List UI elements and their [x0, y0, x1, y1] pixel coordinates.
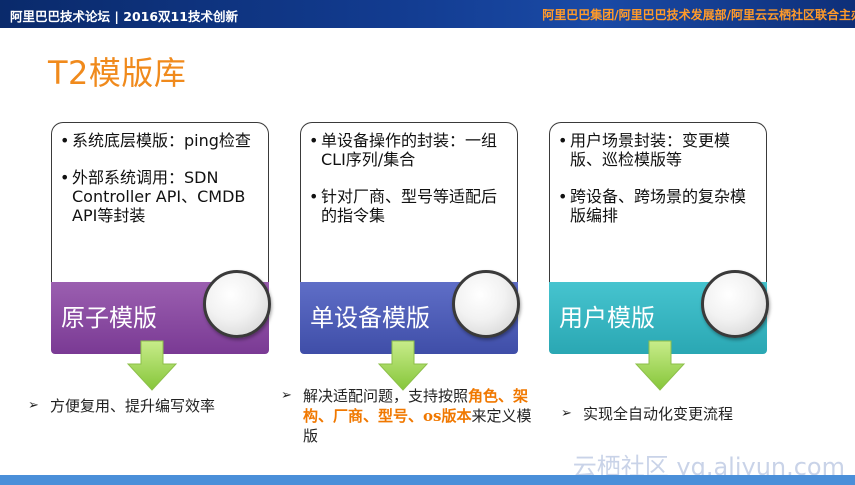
down-arrow-icon — [634, 340, 686, 391]
highlight-text: 角色、架构、厂商、型号、os版本 — [303, 387, 529, 425]
chevron-bullet-icon: ➢ — [561, 406, 572, 421]
card-single-device-template: •单设备操作的封装：一组CLI序列/集合 •针对厂商、型号等适配后的指令集 单设… — [300, 122, 520, 354]
card-bullet: •跨设备、跨场景的复杂模版编排 — [558, 187, 747, 225]
card-label: 原子模版 — [61, 304, 157, 332]
decorative-circle-icon — [701, 270, 769, 338]
chevron-bullet-icon: ➢ — [281, 388, 292, 403]
card-bullet: •单设备操作的封装：一组CLI序列/集合 — [309, 131, 498, 169]
forum-title: 阿里巴巴技术论坛 | 2016双11技术创新 — [10, 9, 238, 24]
card-user-template: •用户场景封装：变更模版、巡检模版等 •跨设备、跨场景的复杂模版编排 用户模版 — [549, 122, 769, 354]
header-banner: 阿里巴巴技术论坛 | 2016双11技术创新 阿里巴巴集团/阿里巴巴技术发展部/… — [0, 0, 855, 28]
card-label: 单设备模版 — [310, 304, 430, 332]
bottom-bar — [0, 475, 855, 485]
decorative-circle-icon — [203, 270, 271, 338]
card-description: •系统底层模版：ping检查 •外部系统调用：SDN Controller AP… — [51, 122, 269, 288]
card-label: 用户模版 — [559, 304, 655, 332]
chevron-bullet-icon: ➢ — [28, 398, 39, 413]
decorative-circle-icon — [452, 270, 520, 338]
card-bullet: •用户场景封装：变更模版、巡检模版等 — [558, 131, 731, 169]
note-reuse: ➢ 方便复用、提升编写效率 — [28, 397, 216, 415]
note-adaptation: ➢ 解决适配问题，支持按照角色、架构、厂商、型号、os版本来定义模版 — [281, 387, 532, 445]
slide-title: T2模版库 — [48, 54, 187, 92]
card-bullet: •系统底层模版：ping检查 — [60, 131, 251, 150]
organizers-text: 阿里巴巴集团/阿里巴巴技术发展部/阿里云云栖社区联合主办 — [542, 8, 855, 22]
down-arrow-icon — [377, 340, 429, 391]
card-atomic-template: •系统底层模版：ping检查 •外部系统调用：SDN Controller AP… — [51, 122, 271, 354]
card-bullet: •外部系统调用：SDN Controller API、CMDB API等封装 — [60, 168, 246, 225]
note-automation: ➢ 实现全自动化变更流程 — [561, 405, 734, 423]
card-description: •单设备操作的封装：一组CLI序列/集合 •针对厂商、型号等适配后的指令集 — [300, 122, 518, 288]
card-description: •用户场景封装：变更模版、巡检模版等 •跨设备、跨场景的复杂模版编排 — [549, 122, 767, 288]
card-bullet: •针对厂商、型号等适配后的指令集 — [309, 187, 498, 225]
down-arrow-icon — [126, 340, 178, 391]
